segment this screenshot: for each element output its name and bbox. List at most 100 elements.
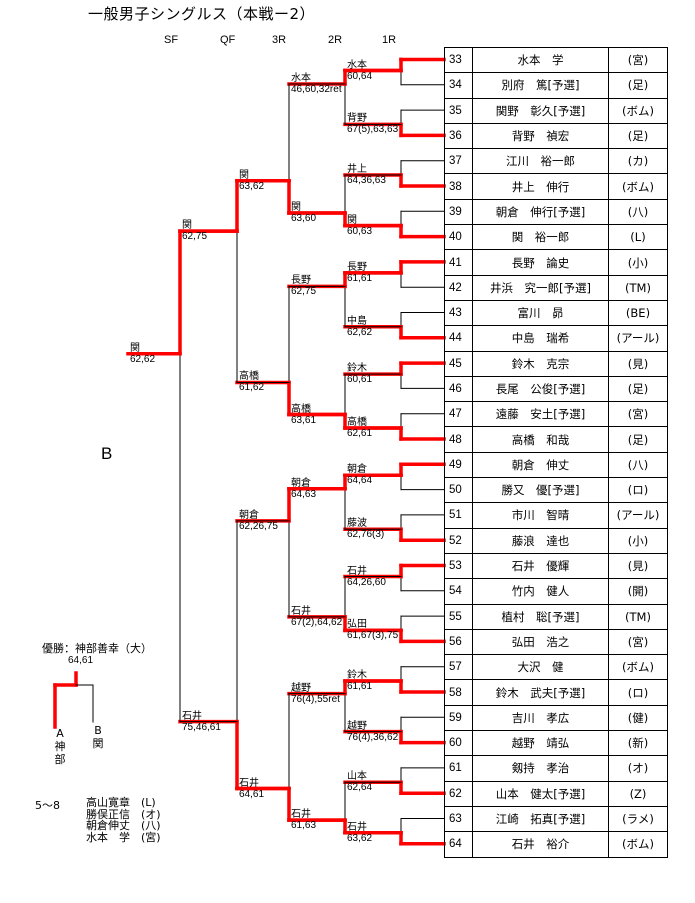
player-club: (Z) — [608, 780, 668, 807]
winner-name: 関 — [291, 201, 301, 213]
block-label: B — [101, 444, 113, 463]
match-score: 76(4),36,62 — [347, 731, 399, 743]
player-club: (BE) — [608, 299, 668, 327]
match-score: 46,60,32ret — [291, 83, 342, 95]
player-name: 富川 昴 — [472, 299, 609, 327]
player-number: 37 — [444, 148, 473, 175]
round-header-qf: QF — [220, 34, 236, 46]
match-score: 62,64 — [347, 782, 373, 794]
player-number: 54 — [444, 578, 473, 605]
winner-name: 弘田 — [347, 619, 367, 631]
match-score: 67(5),63,63 — [347, 124, 399, 136]
ranked-player: 水本 学 (宮) — [86, 830, 161, 844]
player-club: (小) — [608, 527, 668, 554]
round-header-1r: 1R — [382, 34, 397, 46]
player-number: 38 — [444, 173, 473, 200]
winner-name: 鈴木 — [347, 670, 367, 681]
player-name: 勝又 優[予選] — [472, 477, 609, 504]
player-name: 背野 禎宏 — [472, 122, 609, 150]
winner-name: 石井 — [291, 605, 311, 617]
player-club: (八) — [608, 451, 668, 479]
winner-name: 越野 — [291, 682, 311, 694]
match-score: 60,64 — [347, 70, 373, 82]
player-name: 長野 論史 — [472, 249, 609, 276]
winner-name: 中島 — [347, 315, 367, 327]
player-name: 井浜 究一郎[予選] — [472, 274, 609, 301]
player-name: 遠藤 安土[予選] — [472, 401, 609, 428]
player-number: 56 — [444, 628, 473, 656]
match-score: 67(2),64,62 — [291, 616, 343, 628]
player-name: 竹内 健人 — [472, 578, 609, 605]
player-club: (アール) — [608, 502, 668, 529]
match-score: 63,60 — [291, 212, 317, 224]
match-score: 62,62 — [347, 326, 373, 338]
player-name: 中島 瑞希 — [472, 325, 609, 352]
player-number: 47 — [444, 401, 473, 428]
winner-name: 水本 — [291, 72, 311, 84]
player-name: 関 裕一郎 — [472, 224, 609, 251]
player-name: 弘田 浩之 — [472, 628, 609, 656]
player-name: 石井 優輝 — [472, 552, 609, 580]
player-name: 藤浪 達也 — [472, 527, 609, 554]
player-club: (ボム) — [608, 97, 668, 124]
player-number: 33 — [444, 46, 473, 74]
player-name: 関野 彰久[予選] — [472, 97, 609, 124]
player-club: (宮) — [608, 401, 668, 428]
player-name: 越野 靖弘 — [472, 730, 609, 757]
final-side-a: A 神部 — [54, 727, 66, 766]
player-number: 40 — [444, 224, 473, 251]
winner-name: 長野 — [347, 261, 367, 273]
player-club: (宮) — [608, 46, 668, 74]
winner-name: 石井 — [347, 565, 367, 577]
match-score: 64,61 — [239, 788, 265, 800]
player-club: (ボム) — [608, 173, 668, 200]
player-club: (カ) — [608, 148, 668, 175]
player-club: (足) — [608, 375, 668, 403]
player-name: 市川 智晴 — [472, 502, 609, 529]
player-number: 55 — [444, 603, 473, 630]
winner-name: 水本 — [347, 59, 367, 71]
final-score: 64,61 — [68, 655, 94, 666]
player-number: 61 — [444, 755, 473, 782]
winner-name: 高橋 — [291, 403, 311, 415]
player-name: 長尾 公俊[予選] — [472, 375, 609, 403]
player-name: 朝倉 伸行[予選] — [472, 198, 609, 226]
player-number: 41 — [444, 249, 473, 276]
player-name: 水本 学 — [472, 46, 609, 74]
player-number: 52 — [444, 527, 473, 554]
ranked-player: 朝倉伸丈 (八) — [86, 819, 161, 832]
winner-name: 石井 — [347, 821, 367, 833]
winner-name: 井上 — [347, 164, 367, 175]
match-score: 63,62 — [347, 832, 373, 844]
player-club: (TM) — [608, 274, 668, 301]
match-score: 63,62 — [239, 180, 265, 192]
match-score: 60,63 — [347, 225, 373, 237]
